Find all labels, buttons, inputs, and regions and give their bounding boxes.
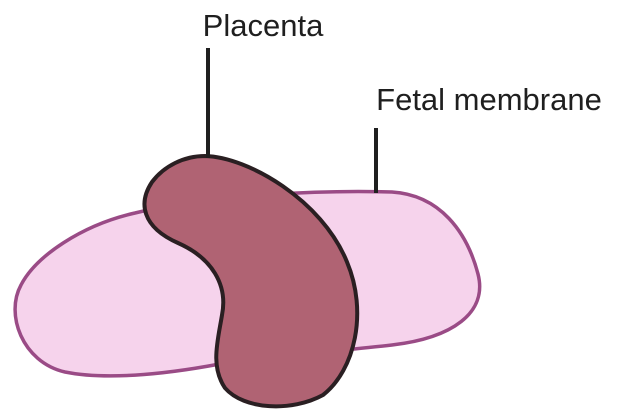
fetal-membrane-label: Fetal membrane — [376, 82, 602, 117]
placenta-label: Placenta — [203, 8, 324, 43]
